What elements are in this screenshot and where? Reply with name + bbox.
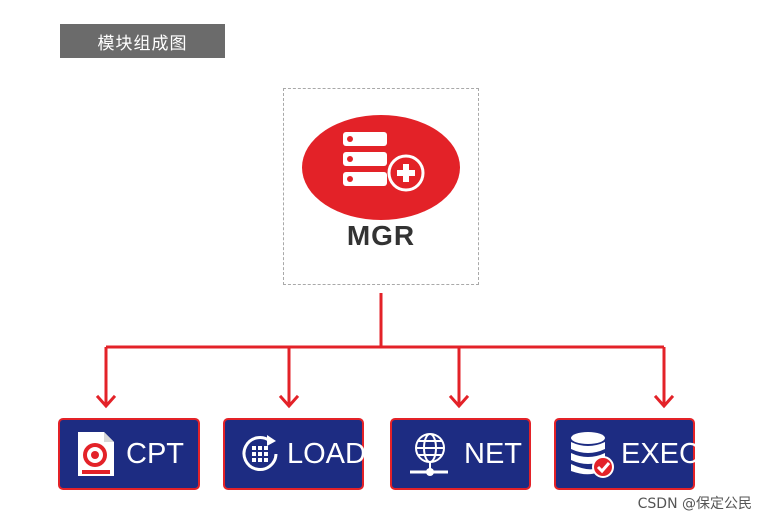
- server-plus-icon: [343, 132, 425, 192]
- module-load: LOAD: [223, 418, 366, 490]
- arrow-net: [448, 394, 470, 409]
- diagram-title: 模块组成图: [60, 24, 225, 58]
- module-label-cpt: CPT: [126, 438, 184, 470]
- arrow-load: [278, 394, 300, 409]
- arrow-cpt: [95, 394, 117, 409]
- module-label-load: LOAD: [287, 438, 366, 470]
- target-document-icon: [78, 432, 114, 476]
- mgr-node-box: [283, 88, 479, 285]
- module-exec: EXEC: [554, 418, 700, 490]
- arrow-exec: [653, 394, 675, 409]
- module-cpt: CPT: [58, 418, 200, 490]
- module-net: NET: [390, 418, 531, 490]
- module-label-net: NET: [464, 438, 522, 470]
- grid-refresh-icon: [242, 435, 278, 471]
- mgr-label: MGR: [346, 220, 416, 251]
- csdn-watermark: CSDN @保定公民: [637, 496, 752, 512]
- database-check-icon: [571, 432, 614, 478]
- globe-network-icon: [410, 433, 448, 476]
- module-label-exec: EXEC: [621, 438, 700, 470]
